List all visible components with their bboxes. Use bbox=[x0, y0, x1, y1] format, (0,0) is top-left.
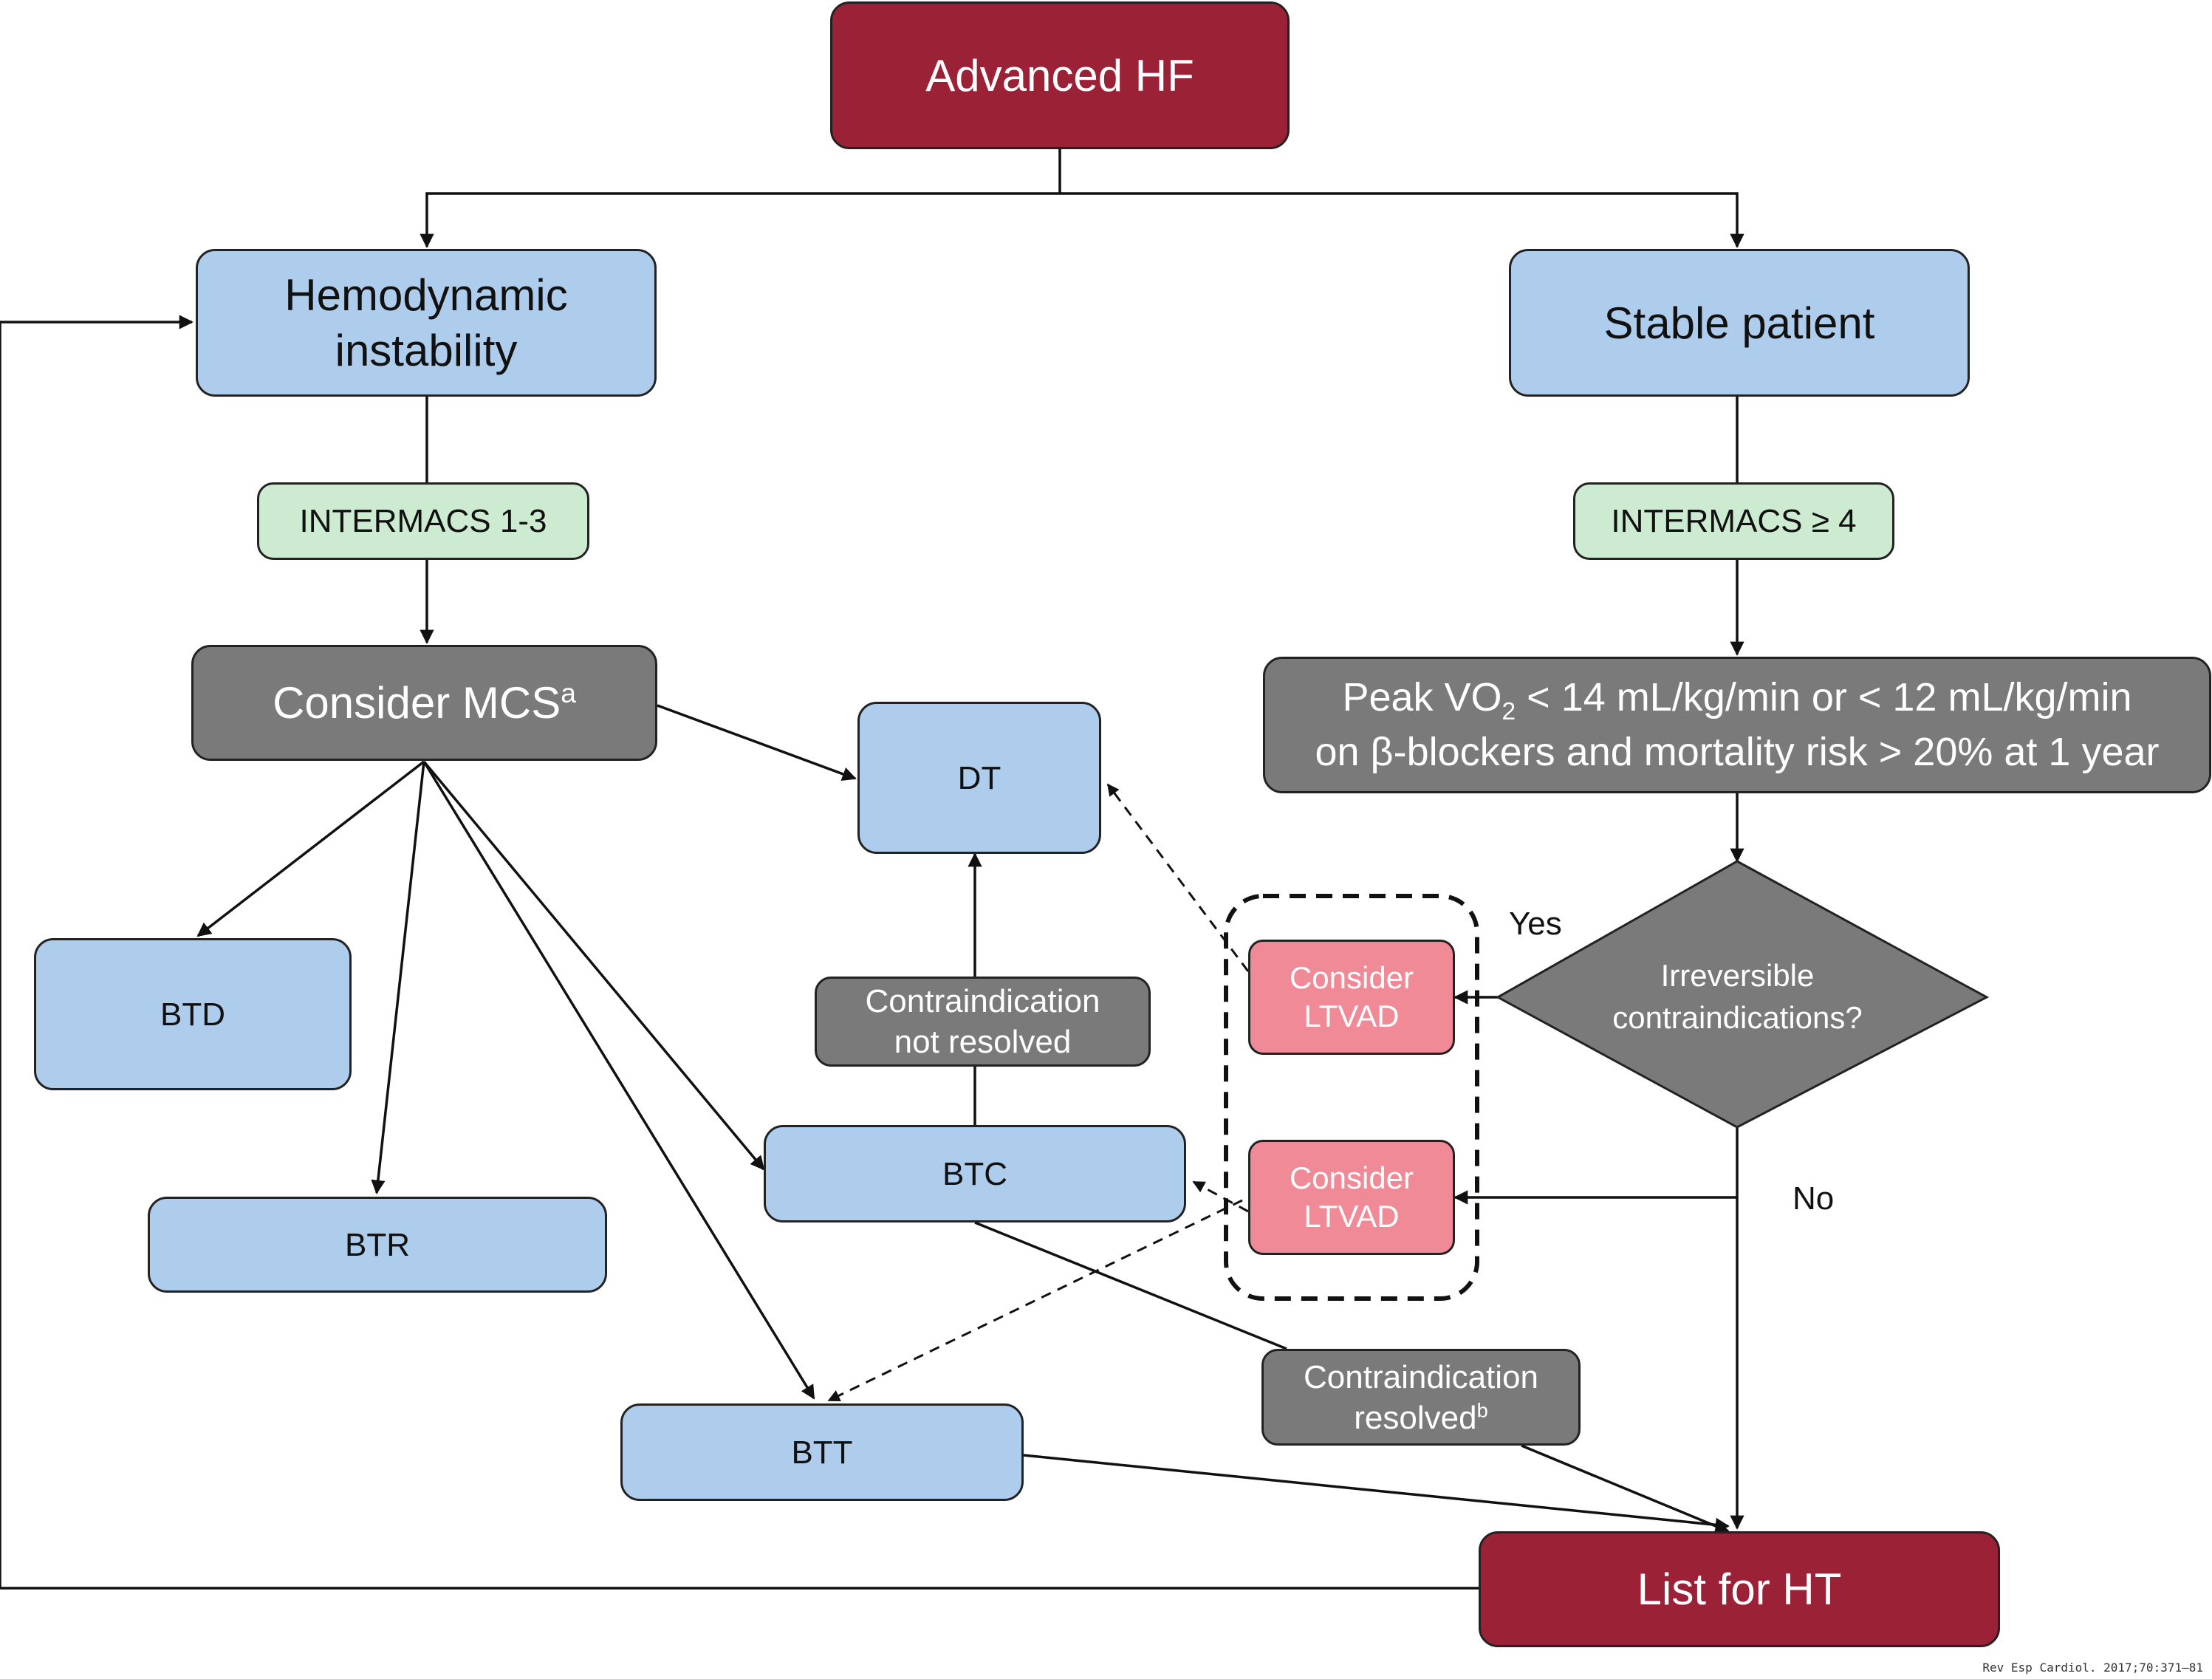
btt-label: BTT bbox=[791, 1434, 853, 1471]
consider-ltvad-bottom-node: Consider LTVAD bbox=[1248, 1140, 1455, 1255]
dt-label: DT bbox=[957, 759, 1001, 796]
peak-vo2-line1-pre: Peak VO bbox=[1342, 674, 1502, 719]
contraindication-not-resolved-node: Contraindication not resolved bbox=[815, 977, 1151, 1067]
irreversible-diamond bbox=[1495, 860, 1990, 1129]
ltvad-bottom-line1: Consider bbox=[1289, 1160, 1414, 1195]
peak-vo2-node: Peak VO2 < 14 mL/kg/min or < 12 mL/kg/mi… bbox=[1263, 657, 2211, 793]
peak-vo2-line1-post: < 14 mL/kg/min or < 12 mL/kg/min bbox=[1516, 674, 2132, 719]
edge-mcs-to-btt bbox=[422, 761, 815, 1400]
btc-node: BTC bbox=[764, 1125, 1186, 1223]
edge-mcs-to-btr bbox=[371, 761, 425, 1194]
intermacs-1-3-node: INTERMACS 1-3 bbox=[257, 482, 589, 560]
hemodynamic-label-line1: Hemodynamic bbox=[284, 270, 568, 320]
contraindication-resolved-node: Contraindication resolvedb bbox=[1261, 1349, 1581, 1446]
ltvad-dashed-group bbox=[1224, 894, 1479, 1301]
hemodynamic-label-line2: instability bbox=[335, 326, 518, 375]
peak-vo2-line2: on β-blockers and mortality risk > 20% a… bbox=[1315, 729, 2160, 774]
citation: Rev Esp Cardiol. 2017;70:371–81 bbox=[1982, 1661, 2203, 1675]
edge-mcs-to-btd bbox=[196, 760, 425, 937]
intermacs-1-3-label: INTERMACS 1-3 bbox=[299, 503, 547, 539]
intermacs-4-label: INTERMACS ≥ 4 bbox=[1611, 503, 1857, 539]
contra-resolved-line1: Contraindication bbox=[1304, 1358, 1538, 1395]
edge-split-to-stable bbox=[1060, 192, 1744, 248]
btr-node: BTR bbox=[148, 1197, 607, 1293]
peak-vo2-line1: Peak VO2 < 14 mL/kg/min or < 12 mL/kg/mi… bbox=[1342, 673, 2131, 728]
advanced-hf-label: Advanced HF bbox=[925, 50, 1194, 100]
hemodynamic-instability-node: Hemodynamic instability bbox=[196, 249, 657, 397]
edge-mcs-to-dt bbox=[657, 704, 857, 782]
ltvad-bottom-line2: LTVAD bbox=[1304, 1199, 1400, 1234]
irreversible-line1: Irreversible bbox=[1660, 958, 1815, 994]
edge-ltvad-to-btt bbox=[827, 1199, 1243, 1402]
advanced-hf-node: Advanced HF bbox=[830, 1, 1290, 149]
consider-ltvad-top-node: Consider LTVAD bbox=[1248, 940, 1455, 1055]
ltvad-top-line1: Consider bbox=[1289, 960, 1414, 995]
contra-not-resolved-line2: not resolved bbox=[894, 1024, 1072, 1060]
consider-mcs-node: Consider MCSa bbox=[191, 645, 657, 761]
edge-btt-to-list bbox=[1023, 1454, 1730, 1532]
list-for-ht-node: List for HT bbox=[1479, 1531, 2000, 1647]
dt-node: DT bbox=[857, 702, 1101, 854]
no-label: No bbox=[1792, 1180, 1835, 1217]
peak-vo2-subscript: 2 bbox=[1502, 697, 1516, 725]
consider-mcs-label: Consider MCSa bbox=[273, 675, 576, 731]
irreversible-line2: contraindications? bbox=[1612, 1000, 1863, 1035]
edge-btc-to-contra-resolved bbox=[974, 1221, 1287, 1350]
btd-label: BTD bbox=[160, 996, 225, 1033]
stable-patient-node: Stable patient bbox=[1509, 249, 1970, 397]
stable-patient-label: Stable patient bbox=[1603, 298, 1875, 348]
edge-contra-resolved-to-list bbox=[1521, 1444, 1730, 1533]
contra-resolved-footnote: b bbox=[1476, 1398, 1488, 1421]
consider-mcs-text: Consider MCS bbox=[273, 678, 561, 728]
btc-label: BTC bbox=[942, 1155, 1007, 1192]
intermacs-4-node: INTERMACS ≥ 4 bbox=[1573, 482, 1894, 560]
consider-mcs-footnote: a bbox=[561, 677, 576, 708]
contra-resolved-line2: resolvedb bbox=[1354, 1398, 1487, 1438]
irreversible-diamond-label: Irreversible contraindications? bbox=[1551, 931, 1924, 1064]
btr-label: BTR bbox=[345, 1226, 410, 1263]
list-for-ht-label: List for HT bbox=[1637, 1565, 1842, 1614]
edge-list-to-hemodynamic bbox=[0, 315, 1479, 1590]
btt-node: BTT bbox=[620, 1403, 1024, 1501]
edge-mcs-to-btc bbox=[422, 760, 765, 1171]
contra-resolved-text: resolved bbox=[1354, 1399, 1477, 1436]
edge-split-to-hemodynamic bbox=[420, 192, 1060, 248]
yes-label: Yes bbox=[1509, 906, 1562, 942]
ltvad-top-line2: LTVAD bbox=[1304, 999, 1400, 1033]
contra-not-resolved-line1: Contraindication bbox=[865, 983, 1100, 1019]
edge-ltvad-to-btc bbox=[1192, 1180, 1249, 1213]
btd-node: BTD bbox=[34, 938, 352, 1090]
